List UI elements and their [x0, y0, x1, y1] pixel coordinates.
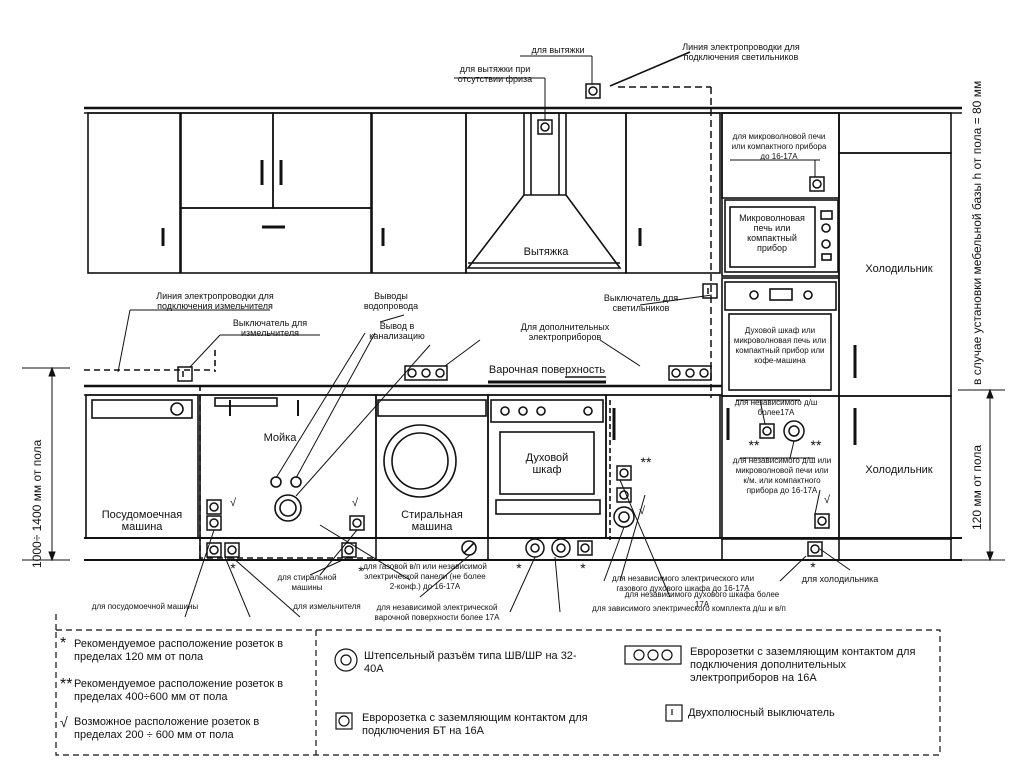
label-indep-elec-gas-oven: для независимого электрического или газо…	[611, 574, 755, 593]
mark-check-3: √	[638, 505, 646, 517]
legend-star2-sym: **	[60, 676, 73, 693]
fridge-column	[838, 152, 952, 540]
label-dishwasher: Посудомоечная машина	[101, 509, 183, 533]
legend-shv: Штепсельный разъём типа ШВ/ШР на 32-40А	[364, 650, 577, 675]
label-microwave: Микроволновая печь или компактный прибор	[739, 213, 805, 253]
label-furniture-base: в случае установки мебельной базы h от п…	[970, 80, 984, 385]
mark-star2-2: **	[748, 437, 760, 453]
label-switch-lights: Выключатель для светильников	[603, 293, 679, 313]
label-height-120: 120 мм от пола	[970, 444, 984, 530]
leader-lines	[117, 55, 851, 618]
label-washer: Стиральная машина	[401, 509, 463, 533]
legend-check: Возможное расположение розеток в предела…	[74, 716, 260, 741]
label-chopper-socket: для измельчителя	[293, 602, 361, 611]
label-fridge-bottom: Холодильник	[865, 464, 933, 476]
label-sewer-outlet: Вывод в канализацию	[369, 321, 425, 341]
label-gas-hob: для газовой в/п или независимой электрич…	[363, 562, 487, 591]
mark-star-3: *	[516, 560, 522, 576]
label-indep-oven-mw: для независимого д/ш или микроволновой п…	[732, 456, 832, 495]
mark-star2-3: **	[810, 437, 822, 453]
hood-drawing	[466, 112, 622, 269]
legend-star2: Рекомендуемое расположение розеток в пре…	[74, 678, 284, 703]
mark-check-2: √	[351, 497, 359, 509]
label-indep-hob-17: для независимой электрической варочной п…	[374, 603, 500, 622]
label-extra-appliances: Для дополнительных электроприборов	[520, 322, 610, 342]
label-microwave-outlet: для микроволновой печи или компактного п…	[731, 132, 827, 161]
legend-box	[55, 614, 941, 756]
legend-euro-bt: Евророзетка с заземляющим контактом для …	[362, 712, 588, 737]
mark-star-4: *	[580, 560, 586, 576]
label-hood: Вытяжка	[523, 246, 569, 258]
label-fridge-top: Холодильник	[865, 263, 933, 275]
legend-euro-triple: Евророзетки с заземляющим контактом для …	[690, 646, 916, 684]
legend-star1: Рекомендуемое расположение розеток в пре…	[74, 638, 284, 663]
lower-cabinets	[84, 376, 962, 561]
legend-check-sym: √	[60, 714, 68, 730]
mark-check-1: √	[229, 497, 237, 509]
legend-star1-sym: *	[60, 635, 67, 652]
mark-star-2: *	[358, 563, 364, 579]
label-wiring-lights: Линия электропроводки для подключения св…	[682, 42, 800, 62]
label-oven: Духовой шкаф	[525, 452, 569, 476]
label-wiring-chopper: Линия электропроводки для подключения из…	[156, 291, 274, 311]
legend-switch: Двухполюсный выключатель	[688, 707, 835, 719]
mark-star-1: *	[230, 560, 236, 576]
dimensions	[22, 366, 1005, 562]
label-dep-kit: для зависимого электрического комплекта …	[592, 604, 786, 613]
label-indep-oven-17: для независимого д/ш более17А	[734, 398, 818, 417]
label-height-1000: 1000÷ 1400 мм от пола	[30, 439, 44, 568]
mark-star-5: *	[810, 559, 816, 575]
label-indep-oven-17b: для независимого духового шкафа более 17…	[624, 590, 780, 609]
label-hood-no-frieze: для вытяжки при отсутствии фриза	[457, 64, 533, 84]
label-water-outlets: Выводы водопровода	[363, 291, 419, 311]
label-oven-compact: Духовой шкаф или микроволновая печь или …	[733, 326, 827, 365]
label-sink: Мойка	[263, 432, 297, 444]
mark-check-4: √	[823, 494, 831, 506]
label-hood-outlet: для вытяжки	[531, 45, 585, 55]
label-switch-chopper: Выключатель для измельчителя	[232, 318, 308, 338]
label-washer-socket: для стиральной машины	[277, 573, 337, 592]
label-hob: Варочная поверхность	[488, 364, 606, 376]
label-fridge-socket: для холодильника	[801, 574, 879, 584]
label-dishwasher-socket: для посудомоечной машины	[91, 602, 199, 611]
mark-star2-1: **	[640, 454, 652, 470]
